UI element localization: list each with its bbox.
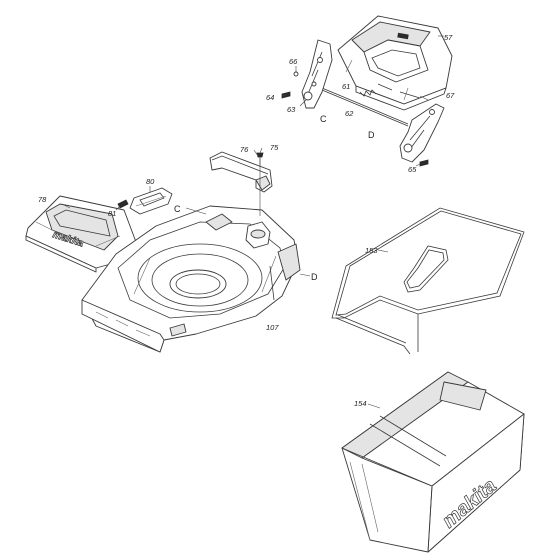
callout-65: 65: [408, 165, 417, 174]
callout-63: 63: [287, 105, 296, 114]
ref-letter-c-right: C: [320, 114, 327, 124]
part-80-cover: [129, 187, 173, 215]
part-61-spring: [359, 89, 377, 97]
callout-61: 61: [342, 82, 350, 91]
part-63-left-bracket: [301, 39, 333, 109]
callout-80: 80: [146, 177, 155, 186]
ref-letter-d-left: D: [311, 272, 318, 282]
callout-154: 154: [354, 399, 367, 408]
part-65-screw: [419, 159, 429, 167]
part-76-grip: [209, 151, 273, 193]
part-57-control-panel: [337, 15, 453, 111]
callout-64: 64: [266, 93, 274, 102]
callout-62: 62: [345, 109, 354, 118]
part-153-bag-frame: [331, 207, 525, 355]
callout-67: 67: [446, 91, 455, 100]
ref-letter-c-left: C: [174, 204, 181, 214]
part-107-deck: [81, 205, 301, 353]
part-67-right-bracket: [399, 103, 445, 163]
part-75-screw: [256, 152, 264, 166]
callout-81: 81: [108, 209, 116, 218]
part-66-nut: [293, 71, 299, 77]
callout-57: 57: [444, 33, 453, 42]
leader-lines: [61, 35, 444, 409]
callout-78: 78: [38, 195, 47, 204]
callout-66: 66: [289, 57, 298, 66]
part-62-rod: [321, 87, 409, 127]
callout-153: 153: [365, 246, 378, 255]
callout-107: 107: [266, 323, 279, 332]
ref-letter-d-right: D: [368, 130, 375, 140]
part-154-grass-bag: makita: [341, 371, 525, 553]
callout-75: 75: [270, 143, 279, 152]
callout-76: 76: [240, 145, 249, 154]
